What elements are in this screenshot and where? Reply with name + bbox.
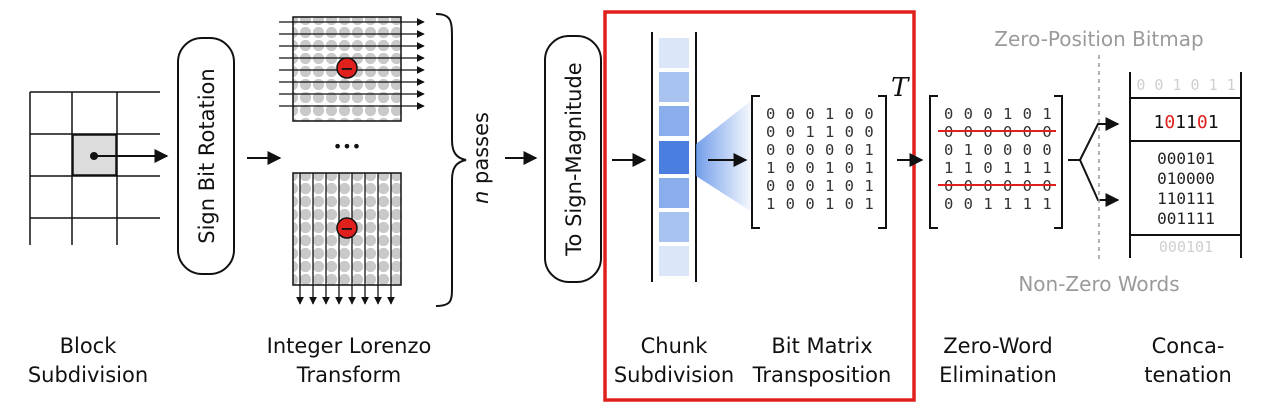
sign-bit-rotation-label: Sign Bit Rotation	[195, 68, 219, 243]
minus-sign-bottom: −	[340, 219, 353, 238]
bitmap-row: 101101	[1153, 112, 1218, 133]
bit-matrix: 0 0 0 1 0 0 0 0 1 1 0 0 0 0 0 0 0 1 1 0 …	[766, 105, 874, 213]
lorenzo-bottom-grid	[292, 172, 402, 286]
stage-label-block: Subdivision	[28, 363, 148, 387]
sign-magnitude-label: To Sign-Magnitude	[562, 62, 586, 256]
stage-label-lorenzo: Integer Lorenzo	[267, 334, 432, 358]
passes-brace	[435, 13, 467, 307]
stage-label-zero-word: Zero-Word	[943, 334, 1052, 358]
split-connector	[1068, 117, 1120, 161]
nonzero-words: 000101 010000 110111 001111	[1157, 149, 1215, 228]
lorenzo-top-grid	[292, 16, 402, 122]
stage-label-transposition: Bit Matrix	[771, 334, 872, 358]
nonzero-word: 001111	[1157, 209, 1215, 228]
stage-label-transposition: Transposition	[752, 363, 892, 387]
sign-bit-rotation-box	[177, 37, 235, 275]
chunk-blocks	[659, 38, 689, 276]
chunk-zoom-fan	[696, 100, 752, 212]
n-symbol: n	[469, 191, 493, 204]
stage-label-zero-word: Elimination	[939, 363, 1057, 387]
sign-magnitude-box	[544, 35, 602, 283]
elim-row: 0 0 0 1 0 1	[944, 105, 1052, 123]
matrix-row: 1 0 0 1 0 1	[766, 159, 874, 177]
elim-row: 0 0 1 1 1 1	[944, 195, 1052, 213]
nonzero-word: 110111	[1157, 189, 1215, 208]
lorenzo-column-arrows	[296, 173, 395, 305]
matrix-row: 0 0 0 1 0 1	[766, 177, 874, 195]
split-connector-lower	[1079, 159, 1120, 207]
matrix-row: 1 0 0 1 0 1	[766, 195, 874, 213]
highlight-frame	[603, 10, 916, 402]
minus-badge-bottom	[336, 217, 358, 239]
bitmap-annotation: Zero-Position Bitmap	[994, 27, 1203, 51]
matrix-right-bracket	[878, 95, 887, 229]
elim-right-bracket	[1054, 95, 1063, 229]
stage-label-chunk: Chunk	[641, 334, 709, 358]
lorenzo-row-arrows	[279, 18, 425, 110]
lorenzo-ellipsis: •••	[333, 137, 361, 156]
matrix-row: 0 0 0 0 0 1	[766, 141, 874, 159]
minus-sign-top: −	[340, 59, 353, 78]
nonzero-faded-row: 000101	[1159, 238, 1213, 256]
elim-row: 0 1 0 0 0 0	[944, 141, 1052, 159]
elim-row: 1 1 0 1 1 1	[944, 159, 1052, 177]
matrix-row: 0 0 0 1 0 0	[766, 105, 874, 123]
matrix-left-bracket	[751, 95, 760, 229]
transpose-symbol: T	[891, 73, 910, 103]
nonzero-word: 000101	[1157, 149, 1215, 168]
nonzero-word: 010000	[1157, 169, 1215, 188]
stage-label-concat: tenation	[1144, 363, 1232, 387]
stage-label-lorenzo: Transform	[296, 363, 401, 387]
zero-elim-matrix: 0 0 0 1 0 1 0 0 0 0 0 0 0 1 0 0 0 0 1 1 …	[944, 105, 1052, 213]
elim-left-bracket	[929, 95, 938, 229]
stage-label-block: Block	[60, 334, 118, 358]
stage-label-chunk: Subdivision	[614, 363, 734, 387]
bitmap-faded-row: 0 0 1 0 1 1	[1136, 76, 1235, 94]
nonzero-annotation: Non-Zero Words	[1018, 272, 1179, 296]
minus-badge-top	[336, 57, 358, 79]
block-grid	[29, 91, 160, 245]
matrix-row: 0 0 1 1 0 0	[766, 123, 874, 141]
passes-word: passes	[469, 112, 493, 184]
n-passes-label: n passes	[469, 112, 493, 204]
stage-label-concat: Conca-	[1152, 334, 1225, 358]
